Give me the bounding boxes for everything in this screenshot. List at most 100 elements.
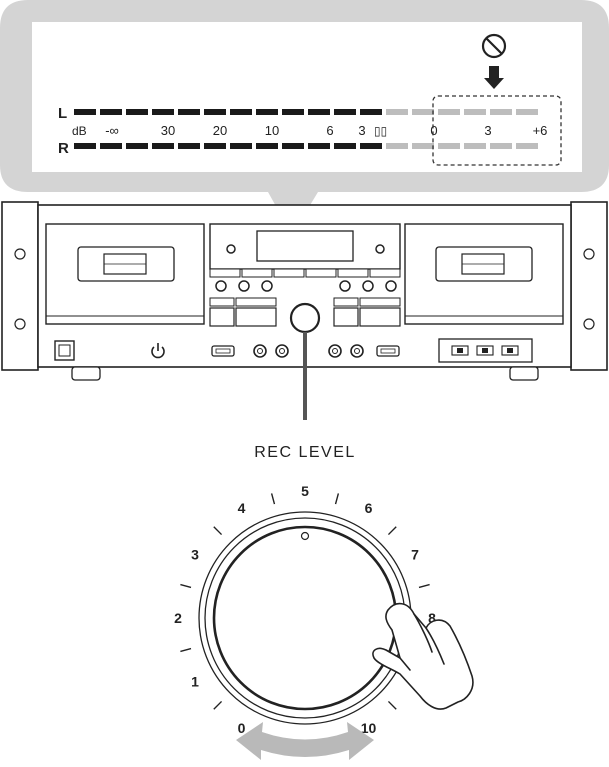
- meter-segment: [412, 109, 434, 115]
- meter-bars-left: [74, 109, 538, 115]
- dial-number: 6: [365, 500, 373, 516]
- meter-segment: [412, 143, 434, 149]
- dial-tick: [418, 583, 430, 589]
- transport-knob[interactable]: [261, 280, 273, 292]
- meter-segment: [230, 109, 252, 115]
- meter-segment: [516, 143, 538, 149]
- transport-button[interactable]: [209, 307, 235, 327]
- deck-display: [256, 230, 354, 262]
- rec-level-label: REC LEVEL: [254, 444, 356, 461]
- meter-segment: [386, 109, 408, 115]
- usb-port-inner: [215, 348, 231, 354]
- meter-segment: [360, 143, 382, 149]
- jack-icon: [275, 344, 289, 358]
- jack-icon-inner: [257, 348, 263, 354]
- function-button[interactable]: [241, 268, 273, 278]
- meter-segment: [334, 109, 356, 115]
- meter-scale-label: 6: [326, 123, 333, 138]
- meter-segment: [516, 109, 538, 115]
- jack-icon-inner: [332, 348, 338, 354]
- dial-number: 0: [238, 720, 246, 736]
- meter-segment: [308, 143, 330, 149]
- deck-foot-right: [509, 366, 539, 381]
- prohibited-icon: [481, 33, 507, 59]
- dial-knob[interactable]: [212, 525, 398, 711]
- function-button[interactable]: [209, 268, 241, 278]
- jack-icon: [350, 344, 364, 358]
- dial-tick: [180, 583, 192, 589]
- meter-segment: [126, 109, 148, 115]
- transport-button[interactable]: [333, 307, 359, 327]
- transport-knob[interactable]: [215, 280, 227, 292]
- dial-number: 2: [174, 610, 182, 626]
- mode-button-mark: [482, 348, 488, 353]
- hand-icon: [372, 602, 474, 710]
- meter-segment: [178, 143, 200, 149]
- rack-screw-icon: [14, 318, 26, 330]
- meter-segment: [100, 109, 122, 115]
- jack-icon: [253, 344, 267, 358]
- meter-segment: [464, 143, 486, 149]
- transport-button[interactable]: [209, 297, 235, 307]
- power-button[interactable]: [54, 340, 75, 361]
- dial-tick: [387, 526, 397, 536]
- rec-level-knob-small[interactable]: [289, 302, 321, 334]
- jack-icon: [328, 344, 342, 358]
- meter-segment: [256, 143, 278, 149]
- meter-segment: [308, 109, 330, 115]
- meter-segment: [152, 143, 174, 149]
- meter-segment: [204, 109, 226, 115]
- transport-button[interactable]: [333, 297, 359, 307]
- dial-pointer-dot: [300, 531, 310, 541]
- transport-knob[interactable]: [339, 280, 351, 292]
- transport-button[interactable]: [359, 297, 401, 307]
- rack-screw-icon: [14, 248, 26, 260]
- meter-segment: [360, 109, 382, 115]
- cassette-door-right: [404, 223, 564, 325]
- meter-scale-label: 3: [484, 123, 491, 138]
- meter-bars-right: [74, 143, 538, 149]
- rack-ear-left: [1, 201, 39, 371]
- function-button[interactable]: [369, 268, 401, 278]
- rack-screw-icon: [583, 318, 595, 330]
- meter-segment: [178, 109, 200, 115]
- transport-knob[interactable]: [362, 280, 374, 292]
- meter-peak-indicator: ▯▯: [374, 124, 387, 138]
- transport-button[interactable]: [235, 297, 277, 307]
- cassette-deck: [1, 201, 608, 381]
- transport-button[interactable]: [235, 307, 277, 327]
- meter-segment: [464, 109, 486, 115]
- arrow-down-icon: [484, 66, 504, 89]
- meter-segment: [126, 143, 148, 149]
- dial-tick: [270, 493, 276, 505]
- dial-number: 4: [238, 500, 246, 516]
- rotate-arrow-icon: [236, 722, 374, 760]
- usb-port: [211, 345, 235, 357]
- transport-button[interactable]: [359, 307, 401, 327]
- dial-number: 3: [191, 547, 199, 563]
- dial-number: 8: [428, 610, 436, 626]
- function-button[interactable]: [305, 268, 337, 278]
- rack-screw-icon: [583, 248, 595, 260]
- transport-knob[interactable]: [238, 280, 250, 292]
- deck-foot-left: [71, 366, 101, 381]
- dial-tick: [180, 647, 192, 653]
- meter-segment: [438, 109, 460, 115]
- transport-controls-left: [209, 280, 277, 327]
- jack-icon-inner: [354, 348, 360, 354]
- meter-segment: [282, 109, 304, 115]
- transport-knob[interactable]: [385, 280, 397, 292]
- function-button[interactable]: [273, 268, 305, 278]
- meter-scale-label: 0: [430, 123, 437, 138]
- function-button[interactable]: [337, 268, 369, 278]
- power-button-inner: [58, 344, 71, 357]
- meter-segment: [100, 143, 122, 149]
- dial-tick: [213, 700, 223, 710]
- meter-scale-label: -∞: [105, 123, 119, 138]
- meter-label-r: R: [58, 140, 69, 157]
- meter-segment: [490, 109, 512, 115]
